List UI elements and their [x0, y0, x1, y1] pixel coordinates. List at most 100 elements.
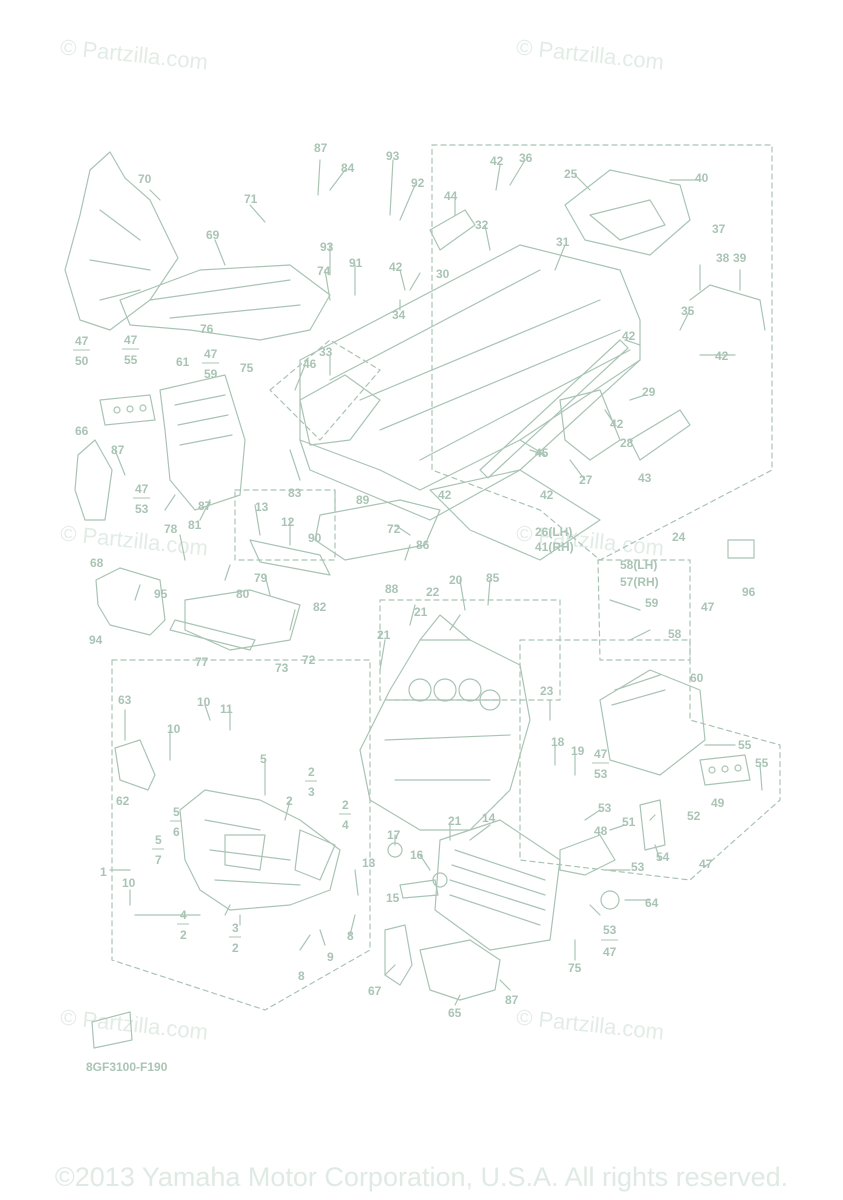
- callout-47e: 47: [701, 600, 715, 614]
- callout-72: 72: [387, 522, 401, 536]
- callout-12: 12: [281, 515, 295, 529]
- callout-47d: 47: [135, 482, 149, 496]
- callout-53b: 53: [594, 767, 608, 781]
- callout-35: 35: [681, 304, 695, 318]
- figure-code: 8GF3100-F190: [86, 1060, 168, 1074]
- callout-59b: 59: [645, 596, 659, 610]
- callout-87: 87: [314, 141, 328, 155]
- callout-81: 81: [188, 518, 202, 532]
- callout-26-lh: 26(LH): [535, 525, 573, 539]
- callout-8b: 8: [298, 969, 305, 983]
- callout-42d: 42: [622, 329, 636, 343]
- callout-1: 1: [100, 865, 107, 879]
- callout-17: 17: [387, 828, 401, 842]
- callout-87b: 87: [111, 443, 125, 457]
- callout-13b: 13: [362, 856, 376, 870]
- callout-18: 18: [551, 735, 565, 749]
- callout-44: 44: [444, 189, 458, 203]
- callout-77: 77: [195, 655, 209, 669]
- callout-4: 4: [342, 818, 349, 832]
- callout-68: 68: [90, 556, 104, 570]
- callout-62: 62: [116, 794, 130, 808]
- callout-21: 21: [414, 605, 428, 619]
- callout-73: 73: [275, 661, 289, 675]
- callout-47b: 47: [124, 333, 138, 347]
- callout-59: 59: [204, 367, 218, 381]
- callout-34: 34: [392, 308, 406, 322]
- callout-79: 79: [254, 571, 268, 585]
- callout-53d: 53: [631, 860, 645, 874]
- callout-90: 90: [308, 531, 322, 545]
- callout-14: 14: [482, 811, 496, 825]
- callout-88: 88: [385, 582, 399, 596]
- callout-28: 28: [620, 436, 634, 450]
- callout-52: 52: [687, 809, 701, 823]
- callout-24: 24: [672, 530, 686, 544]
- callout-11: 11: [220, 702, 233, 716]
- callout-71: 71: [244, 192, 258, 206]
- callout-23: 23: [540, 684, 554, 698]
- callout-9: 9: [327, 950, 334, 964]
- callout-19: 19: [571, 744, 585, 758]
- callout-41-rh: 41(RH): [535, 540, 574, 554]
- callout-85: 85: [486, 571, 500, 585]
- callout-7: 7: [155, 853, 162, 867]
- callout-42g: 42: [540, 488, 554, 502]
- callout-2: 2: [308, 765, 315, 779]
- callout-27: 27: [579, 473, 593, 487]
- callout-67: 67: [368, 984, 382, 998]
- callout-25: 25: [564, 167, 578, 181]
- copyright-notice: ©2013 Yamaha Motor Corporation, U.S.A. A…: [54, 1162, 789, 1192]
- callout-70: 70: [138, 172, 152, 186]
- callout-39: 39: [733, 251, 747, 265]
- callout-45: 45: [535, 446, 549, 460]
- callout-50: 50: [75, 354, 89, 368]
- callout-80: 80: [236, 587, 250, 601]
- callout-55c: 55: [755, 756, 769, 770]
- callout-91: 91: [349, 256, 363, 270]
- callout-42: 42: [490, 154, 504, 168]
- callout-51: 51: [622, 815, 636, 829]
- callout-10b: 10: [167, 722, 181, 736]
- callout-47c: 47: [204, 347, 218, 361]
- callout-2e: 2: [232, 941, 239, 955]
- callout-13: 13: [255, 500, 269, 514]
- callout-57-rh: 57(RH): [620, 575, 659, 589]
- callout-47h: 47: [603, 945, 617, 959]
- callout-94: 94: [89, 633, 103, 647]
- callout-46: 46: [303, 357, 317, 371]
- callout-16: 16: [410, 848, 424, 862]
- callout-32: 32: [475, 218, 489, 232]
- callout-53c: 53: [598, 801, 612, 815]
- callout-83: 83: [288, 486, 302, 500]
- callout-55b: 55: [738, 738, 752, 752]
- callout-40: 40: [695, 171, 709, 185]
- callout-2d: 2: [180, 928, 187, 942]
- callout-29: 29: [642, 385, 656, 399]
- callout-89: 89: [356, 493, 370, 507]
- callout-20: 20: [449, 573, 463, 587]
- callout-82: 82: [313, 600, 327, 614]
- callout-6: 6: [173, 825, 180, 839]
- callout-72b: 72: [302, 653, 316, 667]
- callout-63: 63: [118, 693, 132, 707]
- callout-22: 22: [426, 585, 440, 599]
- callout-93: 93: [386, 149, 400, 163]
- callout-2c: 2: [286, 794, 293, 808]
- callout-5: 5: [260, 752, 267, 766]
- callout-53: 53: [135, 502, 149, 516]
- callout-86: 86: [416, 538, 430, 552]
- callout-93b: 93: [320, 240, 334, 254]
- callout-36: 36: [519, 151, 533, 165]
- callout-10: 10: [197, 695, 211, 709]
- callout-3: 3: [308, 785, 315, 799]
- callout-58-lh: 58(LH): [620, 558, 658, 572]
- callout-53e: 53: [603, 923, 617, 937]
- callout-60: 60: [690, 671, 704, 685]
- callout-96: 96: [742, 585, 756, 599]
- callout-87d: 87: [505, 993, 519, 1007]
- callout-42c: 42: [715, 349, 729, 363]
